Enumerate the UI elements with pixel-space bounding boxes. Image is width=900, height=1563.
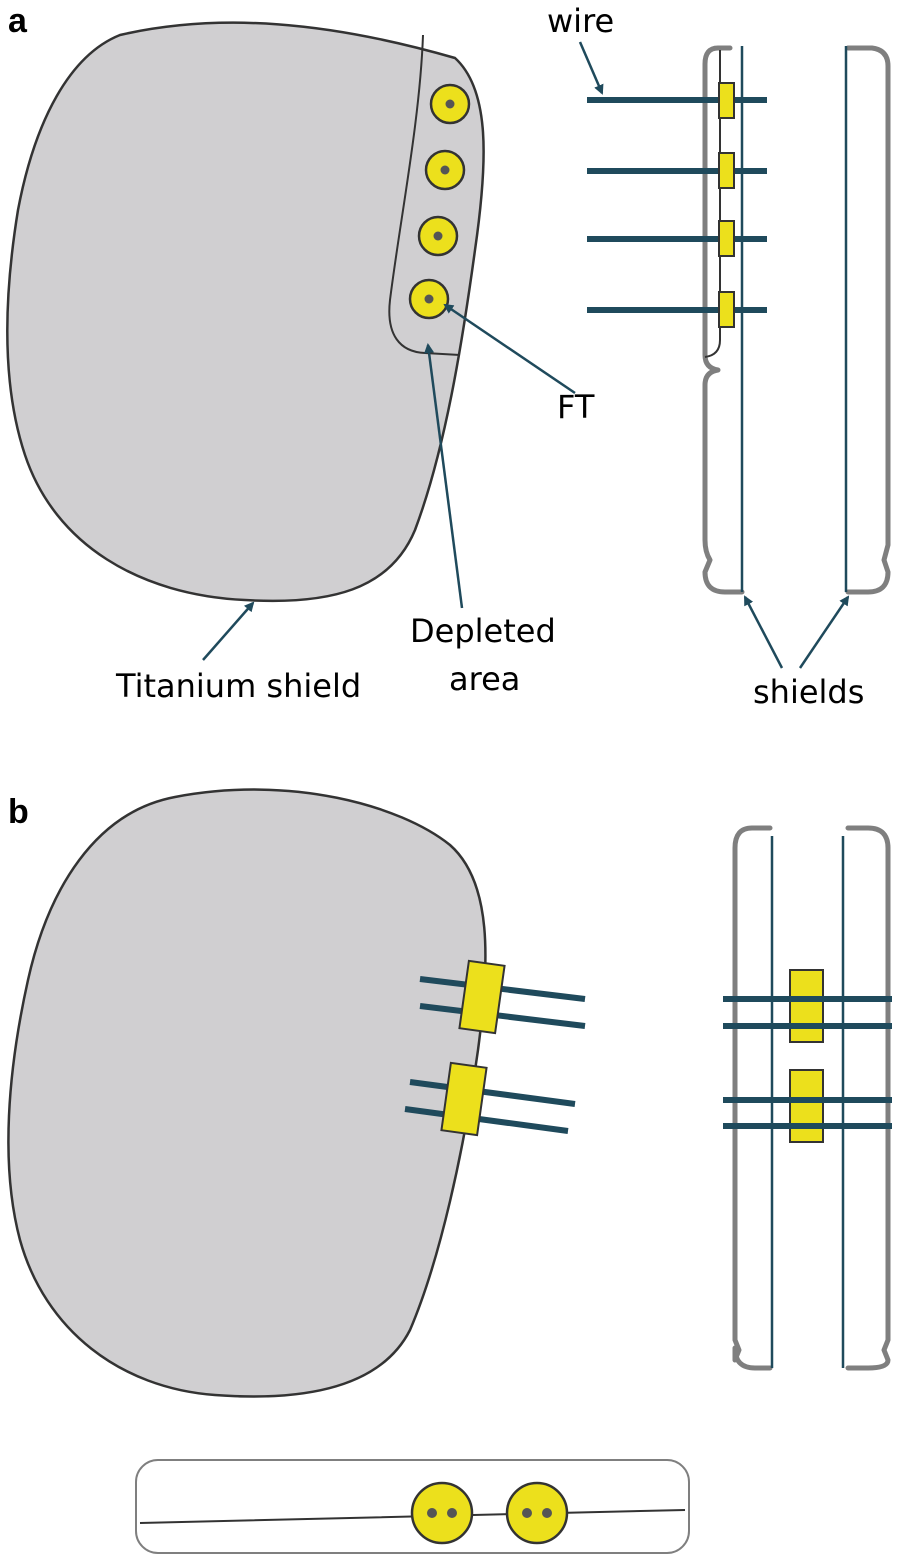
wire-arrow [578,41,604,95]
feedthrough-side-2 [718,152,735,189]
feedthrough-side-3 [718,220,735,257]
case-a-depleted-step [704,50,721,358]
feedthrough-row-front [408,83,471,320]
feedthrough-3-pin [433,231,443,241]
panel-a: a [6,2,891,711]
label-depleted-line2: area [449,660,520,698]
feedthrough-1-pin [445,99,455,109]
label-shields: shields [753,673,864,711]
top-view-outline [135,1459,690,1554]
feedthrough-b-1 [458,959,506,1035]
feedthrough-b-2 [440,1061,488,1137]
feedthrough-b-side-1 [789,969,824,1043]
wire-b-3 [409,1079,576,1107]
panel-b-letter: b [8,793,29,831]
case-a-right-half [845,45,891,595]
feedthrough-b-side-2 [789,1069,824,1143]
feedthrough-side-4 [718,291,735,328]
wire-b-4 [404,1106,569,1134]
case-b-right-half [845,825,891,1371]
label-depleted-line1: Depleted [410,612,556,650]
feedthrough-top-2-pin-1 [522,1508,532,1518]
case-a-left-half [702,45,745,595]
titanium-shield-front-view [6,21,485,603]
shields-arrow-left [743,595,784,669]
titanium-shield-arrow [202,601,255,661]
feedthrough-2-pin [440,165,450,175]
depleted-area-region [388,34,461,356]
feedthrough-side-1 [718,82,735,119]
depleted-area-arrow [424,343,464,609]
label-wire: wire [547,2,614,40]
ft-arrow [443,303,576,395]
wire-b-1 [419,976,586,1002]
top-view-case-b [135,1459,690,1554]
feedthrough-top-1-pin-1 [427,1508,437,1518]
feedthrough-4-pin [424,294,434,304]
panel-a-letter: a [8,2,28,40]
panel-b: b [7,788,892,1554]
titanium-shield-front-view-b [7,788,487,1398]
case-b-left-half [732,825,773,1371]
feedthrough-top-1 [410,1481,474,1545]
shields-arrow-right [798,595,850,669]
wire-b-2 [419,1003,586,1029]
label-ft: FT [557,388,595,426]
label-titanium-shield: Titanium shield [115,667,361,705]
side-view-case-a [587,45,891,595]
top-view-seam [139,1509,686,1524]
feedthrough-top-1-pin-2 [447,1508,457,1518]
feedthrough-top-2-pin-2 [542,1508,552,1518]
side-view-case-b [723,825,892,1371]
feedthrough-top-2 [505,1481,569,1545]
